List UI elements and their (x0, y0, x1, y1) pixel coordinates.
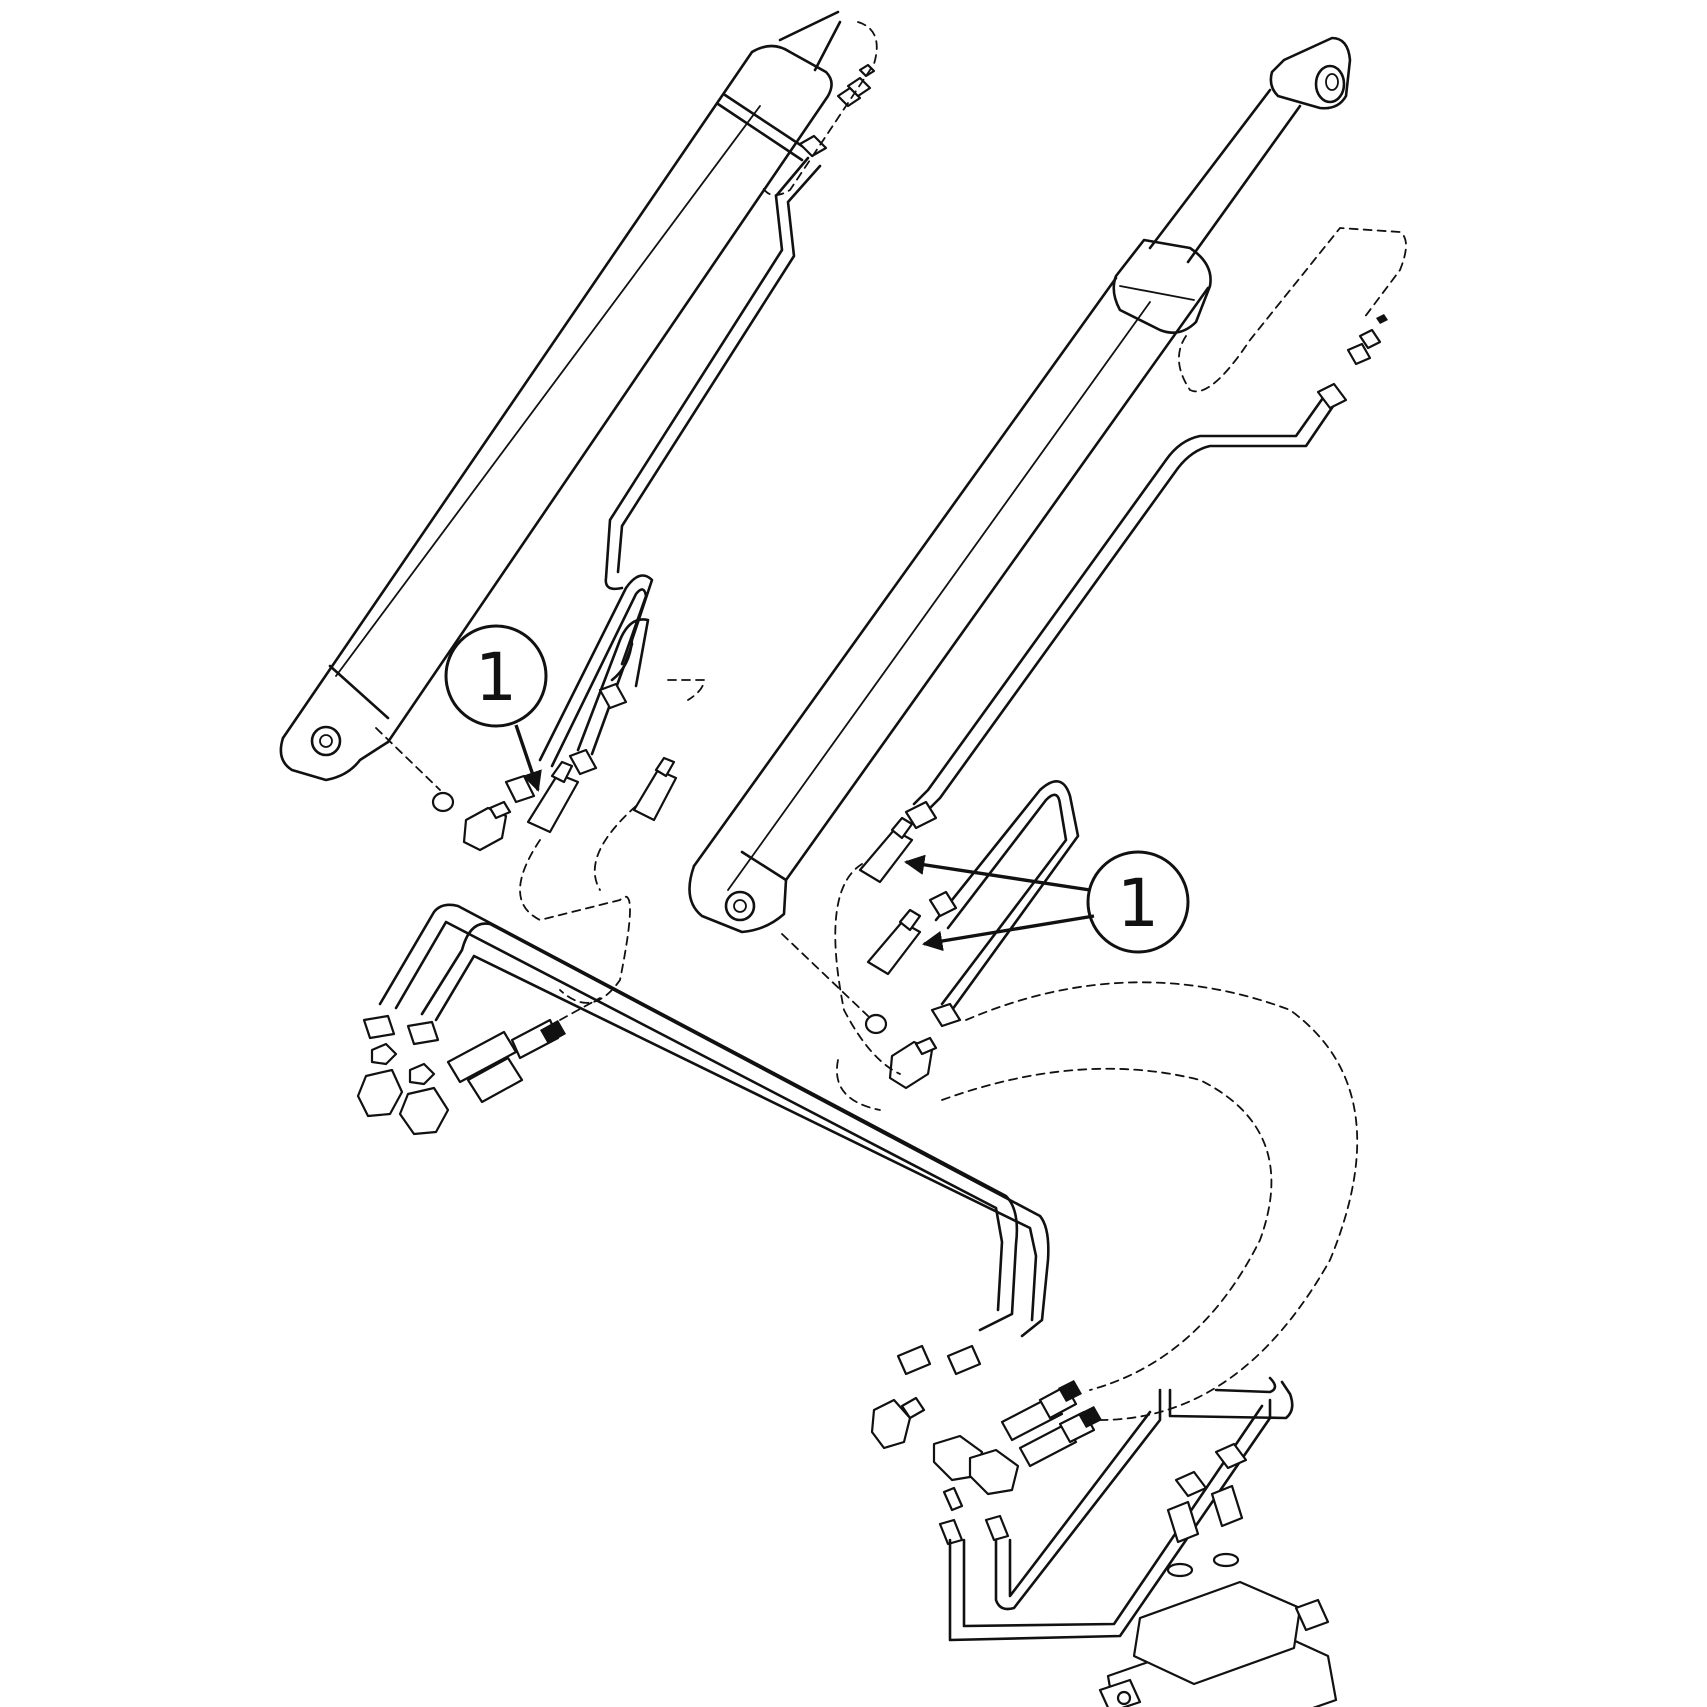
left-upper-tube (604, 63, 876, 591)
cross-tubes (362, 903, 1050, 1376)
control-valve-assembly (948, 1376, 1338, 1707)
right-cylinder-fittings (858, 816, 938, 1090)
left-cylinder-fittings (431, 756, 678, 852)
right-dashed-connections (781, 863, 1359, 1421)
left-lower-tubes (504, 574, 654, 804)
callout-right-label: 1 (1117, 865, 1159, 942)
right-hairpin-tube (928, 780, 1080, 1028)
left-cylinder (279, 10, 842, 782)
right-upper-tube (904, 227, 1407, 830)
left-dashed-connections (375, 21, 878, 1004)
right-tee-fittings (870, 1380, 1102, 1546)
left-tee-fittings (356, 997, 601, 1136)
callout-left: 1 (444, 624, 548, 792)
callout-left-label: 1 (475, 639, 517, 716)
right-cylinder (688, 36, 1352, 934)
callout-right: 1 (903, 850, 1190, 954)
